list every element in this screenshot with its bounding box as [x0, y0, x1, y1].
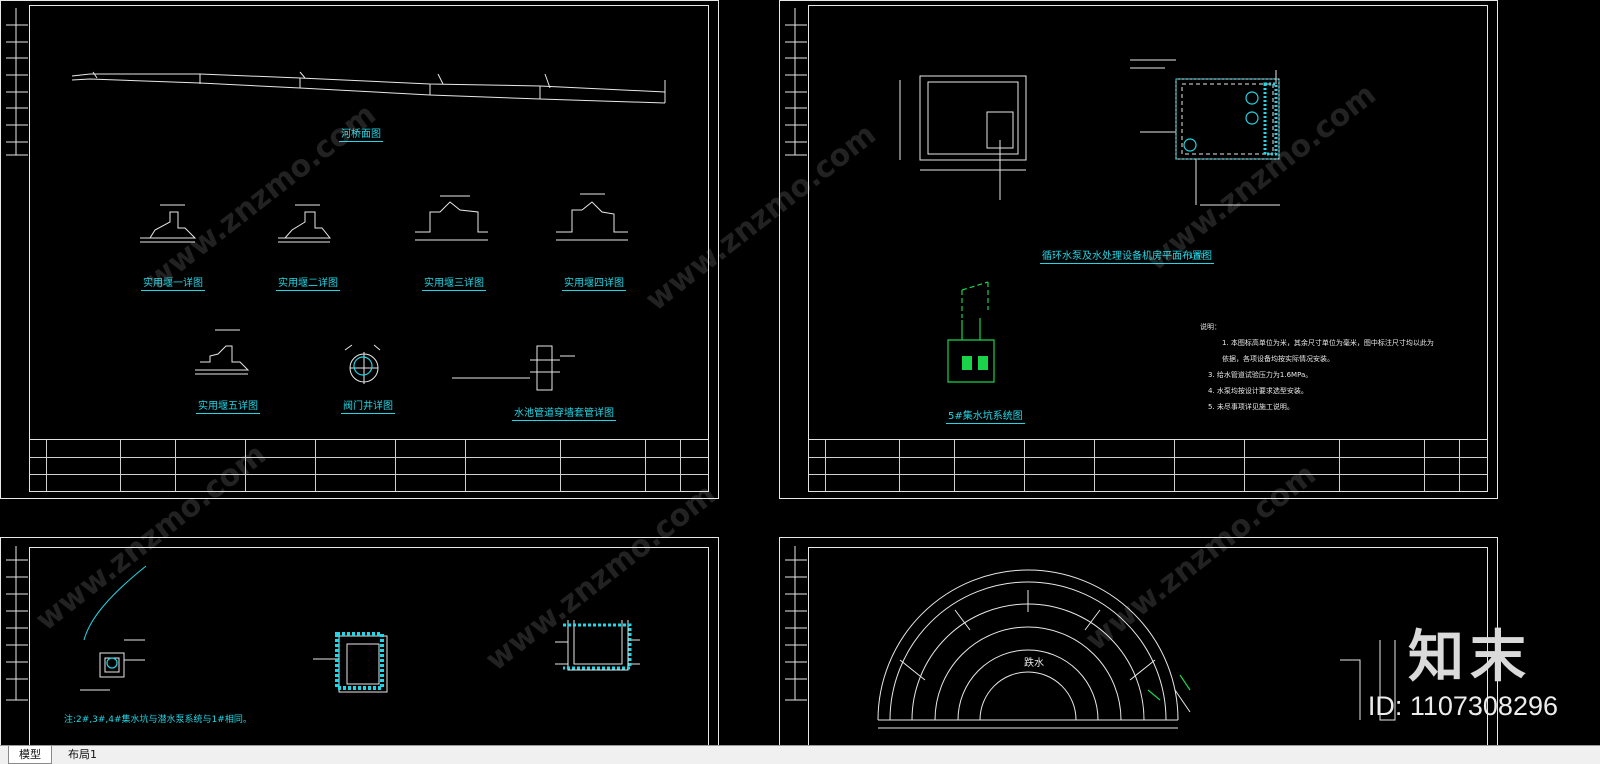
sheet-1-title-block: [29, 439, 709, 492]
drawing-sheet-1: 河桥面图 实用堰一详图 实用堰二详图 实用堰三详图 实用堰四详图 实用堰五详图 …: [0, 0, 719, 499]
notes-heading: 说明：: [1200, 323, 1221, 331]
dam-1-title: 实用堰一详图: [141, 274, 205, 291]
tank-section-drawing: [555, 620, 640, 671]
cascade-plan-drawing: [877, 569, 1396, 729]
drawing-sheet-3: 注:2#,3#,4#集水坑与潜水泵系统与1#相同。: [0, 537, 719, 745]
dam-2-title: 实用堰二详图: [276, 274, 340, 291]
tank-plan-drawing: [899, 75, 1027, 200]
pump-chamber-drawing: [313, 635, 388, 693]
pump-pit-system-title: 5#集水坑系统图: [946, 407, 1025, 424]
sheet-4-frame: [808, 547, 1488, 745]
watermark-id: ID: 1107308296: [1367, 691, 1558, 721]
design-notes: 说明： 1. 本图标高单位为米，其余尺寸单位为毫米，图中标注尺寸均以此为 依据，…: [1200, 319, 1434, 415]
pump-pit-note: 注:2#,3#,4#集水坑与潜水泵系统与1#相同。: [64, 715, 252, 725]
equipment-plan-scale: 1:50: [1189, 252, 1205, 260]
river-section-title: 河桥面图: [339, 125, 383, 142]
tab-layout1[interactable]: 布局1: [68, 748, 97, 761]
dam-1-drawing: [140, 204, 197, 243]
drawing-sheet-2: 循环水泵及水处理设备机房平面布置图 1:50 5#集水坑系统图 说明： 1. 本…: [779, 0, 1498, 499]
dam-5-title: 实用堰五详图: [196, 397, 260, 414]
pit-1-drawing: [80, 639, 145, 691]
notes-line-1: 1. 本图标高单位为米，其余尺寸单位为毫米，图中标注尺寸均以此为: [1222, 339, 1434, 347]
drawing-sheet-4: 跌水: [779, 537, 1498, 745]
dam-3-title: 实用堰三详图: [422, 274, 486, 291]
equipment-room-drawing: [1130, 59, 1280, 206]
dam-2-drawing: [278, 204, 332, 243]
valve-well-title: 阀门井详图: [341, 397, 395, 414]
sheet-2-title-block: [808, 439, 1488, 492]
dam-3-drawing: [415, 195, 488, 241]
pipe-sleeve-drawing: [452, 345, 575, 391]
pipe-sleeve-title: 水池管道穿墙套管详图: [512, 404, 616, 421]
valve-well-drawing: [344, 344, 381, 384]
cascade-label: 跌水: [1024, 658, 1044, 669]
equipment-room-plan-title: 循环水泵及水处理设备机房平面布置图: [1040, 247, 1214, 264]
notes-line-3: 3. 给水管道试验压力为1.6MPa。: [1208, 371, 1313, 379]
dam-4-drawing: [556, 193, 628, 241]
notes-line-2: 依据，各项设备均按实际情况安装。: [1222, 355, 1334, 363]
cad-geometry: [6, 8, 1396, 729]
notes-line-4: 4. 水泵均按设计要求选型安装。: [1208, 387, 1308, 395]
sheet-3-frame: [29, 547, 709, 745]
tab-model[interactable]: 模型: [8, 746, 52, 764]
dam-4-title: 实用堰四详图: [562, 274, 626, 291]
layout-tab-bar: 模型 布局1: [0, 745, 1600, 764]
cad-model-space[interactable]: 河桥面图 实用堰一详图 实用堰二详图 实用堰三详图 实用堰四详图 实用堰五详图 …: [0, 0, 1600, 745]
dam-5-drawing: [195, 329, 250, 375]
watermark-brand-logo: 知末: [1408, 625, 1532, 690]
notes-line-5: 5. 未尽事项详见施工说明。: [1208, 403, 1294, 411]
